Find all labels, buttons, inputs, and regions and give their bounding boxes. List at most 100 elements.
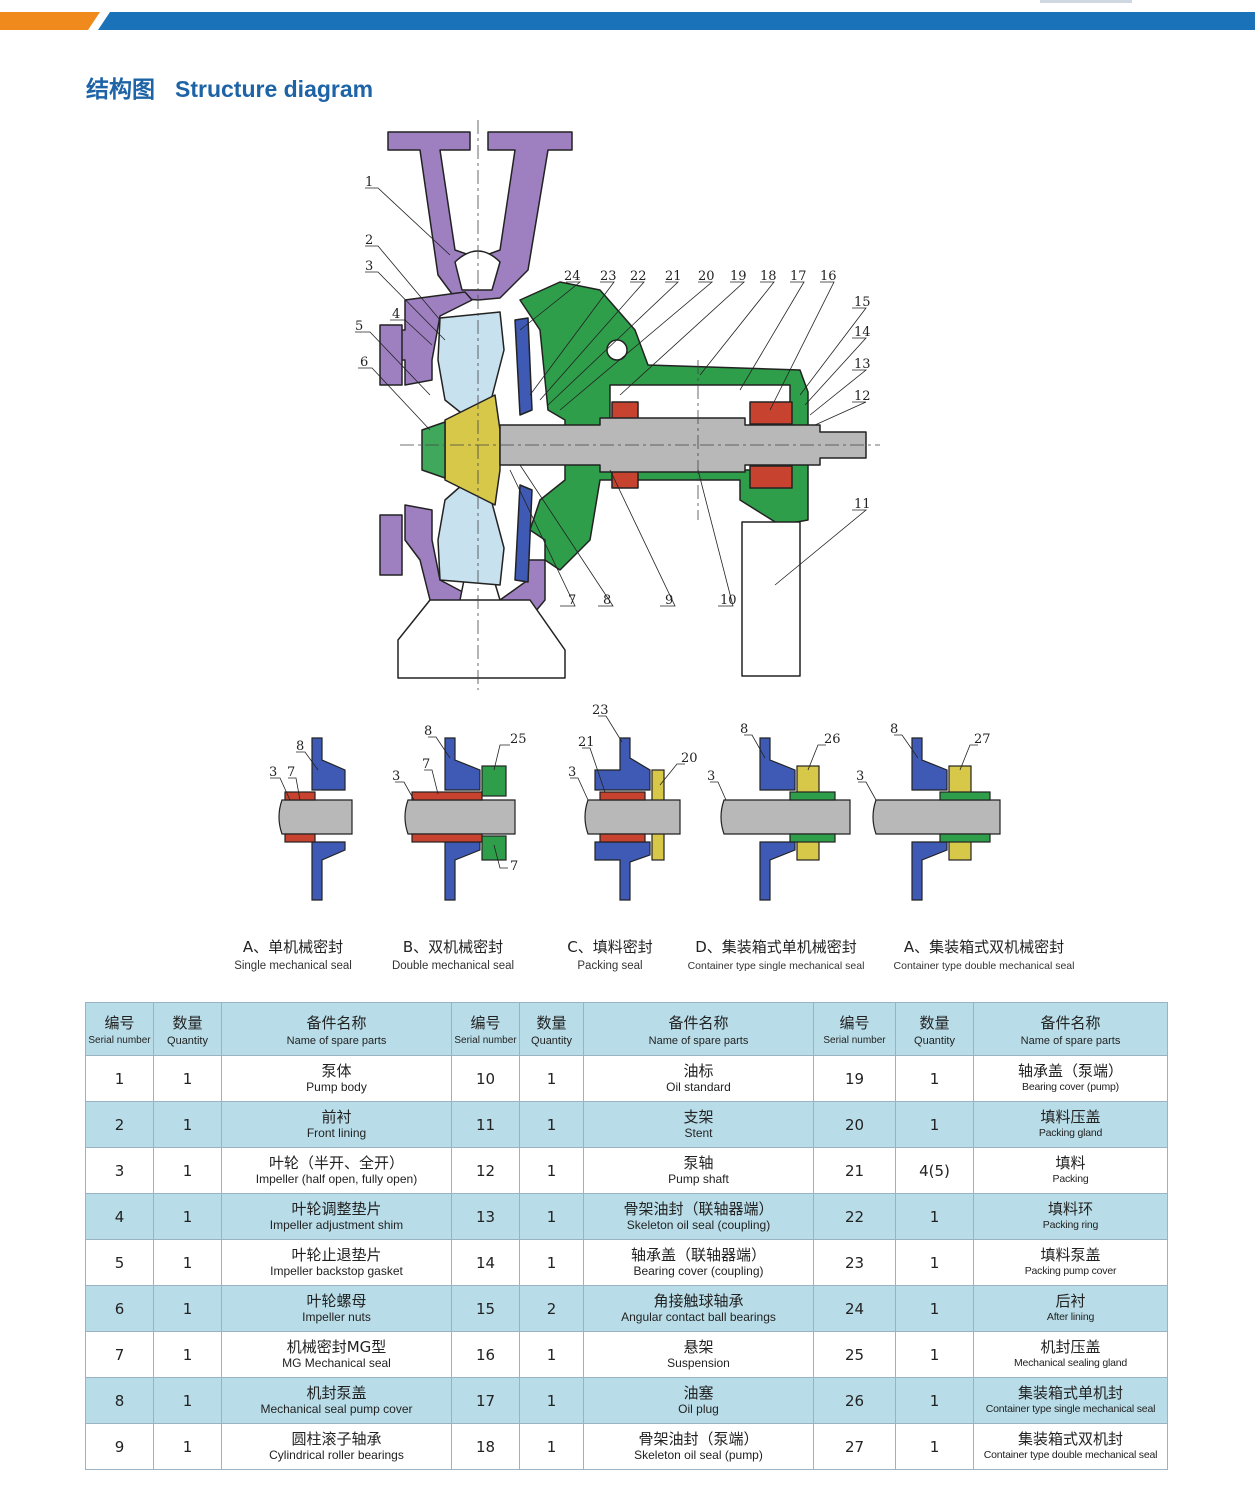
callout: 8 (296, 739, 304, 754)
quantity-cell: 1 (153, 1239, 222, 1286)
serial-number-cell: 26 (813, 1377, 896, 1424)
orange-accent-stripe (0, 12, 100, 30)
callout: 14 (854, 325, 871, 340)
part-name-zh: 油标 (683, 1062, 714, 1080)
part-name-en: Impeller nuts (302, 1310, 371, 1324)
seal-label-b: B、双机械密封 Double mechanical seal (380, 936, 526, 972)
part-name-en: Angular contact ball bearings (621, 1310, 776, 1324)
part-name-en: Bearing cover (pump) (1022, 1081, 1119, 1093)
part-name-zh: 角接触球轴承 (653, 1292, 744, 1310)
seal-label-c: C、填料密封 Packing seal (550, 936, 670, 972)
seal-variant-b-drawing (404, 737, 516, 901)
impeller-hub (444, 394, 501, 506)
callout: 20 (681, 751, 698, 766)
part-name-zh: 骨架油封（联轴器端） (623, 1200, 774, 1218)
callout: 11 (854, 497, 871, 512)
seal-callouts: 8 3 7 8 25 3 7 7 23 21 20 3 8 26 3 8 27 … (269, 703, 991, 874)
serial-number-cell: 27 (813, 1423, 896, 1470)
serial-number-cell: 15 (451, 1285, 520, 1332)
part-name-zh: 悬架 (683, 1338, 714, 1356)
part-name-zh: 填料泵盖 (1040, 1246, 1101, 1264)
part-name-en: Packing pump cover (1024, 1265, 1117, 1277)
part-name-zh: 机械密封MG型 (286, 1338, 387, 1356)
seal-label-en: Container type single mechanical seal (687, 960, 865, 972)
part-name-en: Packing (1052, 1173, 1089, 1185)
quantity-cell: 1 (895, 1055, 974, 1102)
part-name-zh: 轴承盖（联轴器端） (630, 1246, 766, 1264)
seal-label-en: Single mechanical seal (234, 960, 352, 972)
serial-number-cell: 19 (813, 1055, 896, 1102)
callout: 5 (355, 319, 363, 334)
callout: 6 (360, 355, 368, 370)
serial-number-cell: 5 (85, 1239, 154, 1286)
part-name-en: Packing ring (1042, 1219, 1099, 1231)
seal-label-zh: B、双机械密封 (402, 938, 504, 956)
part-name-en: Stent (684, 1126, 713, 1140)
pump-structure-diagram: 1 2 3 4 5 6 7 8 9 10 11 12 13 14 15 16 1… (269, 120, 1001, 901)
quantity-cell: 1 (153, 1423, 222, 1470)
quantity-cell: 1 (519, 1423, 584, 1470)
part-name-en: Oil plug (678, 1402, 719, 1416)
callout: 23 (592, 703, 609, 718)
quantity-cell: 1 (153, 1377, 222, 1424)
serial-number-cell: 1 (85, 1055, 154, 1102)
callout: 3 (568, 765, 576, 780)
callout: 20 (698, 269, 715, 284)
part-name-zh: 叶轮螺母 (306, 1292, 367, 1310)
serial-number-cell: 12 (451, 1147, 520, 1194)
part-name-cell: 骨架油封（联轴器端）Skeleton oil seal (coupling) (583, 1193, 814, 1240)
part-name-zh: 后衬 (1055, 1292, 1086, 1310)
part-name-zh: 泵体 (321, 1062, 352, 1080)
serial-number-cell: 10 (451, 1055, 520, 1102)
quantity-cell: 1 (153, 1055, 222, 1102)
quantity-cell: 1 (895, 1377, 974, 1424)
serial-number-cell: 23 (813, 1239, 896, 1286)
serial-number-cell: 18 (451, 1423, 520, 1470)
top-accent-bar (0, 0, 1255, 30)
main-callouts: 1 2 3 4 5 6 7 8 9 10 11 12 13 14 15 16 1… (355, 175, 871, 608)
part-name-en: Suspension (667, 1356, 730, 1370)
quantity-cell: 2 (519, 1285, 584, 1332)
quantity-cell: 1 (153, 1331, 222, 1378)
callout: 3 (707, 769, 715, 784)
part-name-cell: 轴承盖（泵端）Bearing cover (pump) (973, 1055, 1168, 1102)
seal-variant-e-drawing (872, 737, 1001, 901)
callout: 25 (510, 732, 527, 747)
serial-number-cell: 8 (85, 1377, 154, 1424)
serial-number-cell: 7 (85, 1331, 154, 1378)
callout: 7 (287, 765, 295, 780)
callout: 3 (365, 259, 373, 274)
callout: 18 (760, 269, 777, 284)
callout: 8 (740, 722, 748, 737)
blue-accent-stripe (98, 12, 1255, 30)
part-name-en: Front lining (306, 1126, 367, 1140)
callout: 3 (392, 769, 400, 784)
part-name-en: Container type double mechanical seal (983, 1449, 1158, 1461)
quantity-cell: 1 (895, 1193, 974, 1240)
quantity-cell: 4(5) (895, 1147, 974, 1194)
support-stand (741, 521, 801, 677)
serial-number-cell: 20 (813, 1101, 896, 1148)
serial-number-cell: 17 (451, 1377, 520, 1424)
quantity-cell: 1 (153, 1193, 222, 1240)
part-name-en: Packing gland (1038, 1127, 1103, 1139)
part-name-en: After lining (1046, 1311, 1095, 1323)
callout: 8 (424, 724, 432, 739)
serial-number-cell: 16 (451, 1331, 520, 1378)
